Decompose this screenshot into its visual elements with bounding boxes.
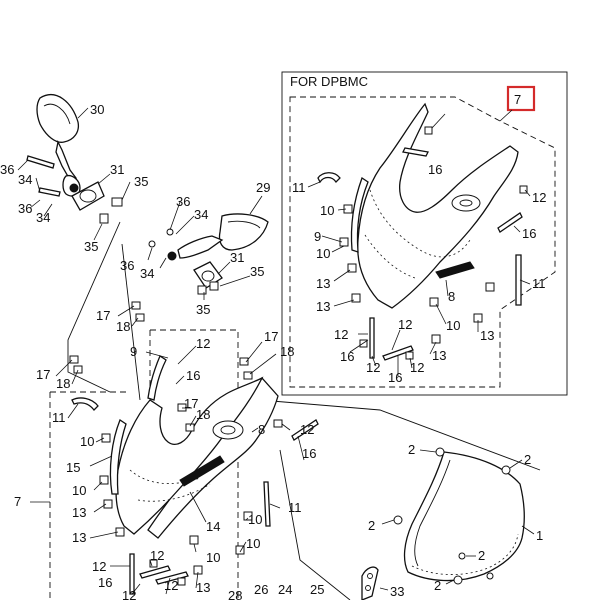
label-10a: 10: [80, 434, 94, 449]
left-mirror-assembly: [17, 94, 131, 241]
label-16c: 16: [98, 575, 112, 590]
inset-title: FOR DPBMC: [290, 74, 368, 89]
label-15: 15: [66, 460, 80, 475]
label-17b: 17: [264, 329, 278, 344]
label-2c: 2: [368, 518, 375, 533]
inset-label-10a: 10: [320, 203, 334, 218]
label-10c: 10: [248, 512, 262, 527]
inset-label-13c: 13: [480, 328, 494, 343]
label-34b: 34: [36, 210, 50, 225]
label-31a: 31: [110, 162, 124, 177]
inset-label-13a: 13: [316, 276, 330, 291]
inset-label-16c: 16: [340, 349, 354, 364]
inset-label-12d: 12: [366, 360, 380, 375]
label-10b: 10: [72, 483, 86, 498]
inset-label-8: 8: [448, 289, 455, 304]
inset-cowling: [350, 102, 519, 309]
bracket-33: [361, 566, 389, 600]
inset-label-13b: 13: [316, 299, 330, 314]
label-14: 14: [206, 519, 220, 534]
label-10e: 10: [246, 536, 260, 551]
inset-label-11: 11: [292, 180, 306, 195]
label-36d: 36: [120, 258, 134, 273]
inset-label-11b: 11: [532, 276, 546, 291]
label-12f: 12: [122, 588, 136, 600]
inset-label-12e: 12: [410, 360, 424, 375]
label-2b: 2: [524, 452, 531, 467]
label-17a: 17: [96, 308, 110, 323]
label-34c: 34: [194, 207, 208, 222]
label-11a: 11: [52, 410, 66, 425]
inset-label-12c: 12: [334, 327, 348, 342]
label-36b: 36: [18, 201, 32, 216]
windscreen-1: [381, 447, 535, 585]
label-34d: 34: [140, 266, 154, 281]
label-2a: 2: [408, 442, 415, 457]
label-12d: 12: [150, 548, 164, 563]
inset-label-12b: 12: [398, 317, 412, 332]
inset-label-16d: 16: [388, 370, 402, 385]
label-25: 25: [310, 582, 324, 597]
label-16a: 16: [186, 368, 200, 383]
label-13c: 13: [196, 580, 210, 595]
label-18c: 18: [56, 376, 70, 391]
inset-label-16b: 16: [522, 226, 536, 241]
label-2d: 2: [478, 548, 485, 563]
label-9: 9: [130, 344, 137, 359]
right-mirror-assembly: [147, 195, 269, 300]
label-30: 30: [90, 102, 104, 117]
inset-ref-number: 7: [514, 92, 521, 107]
inset-label-10c: 10: [446, 318, 460, 333]
label-36a: 36: [0, 162, 14, 177]
label-35a: 35: [134, 174, 148, 189]
label-8: 8: [258, 422, 265, 437]
inset-label-16a: 16: [428, 162, 442, 177]
label-7: 7: [14, 494, 21, 509]
label-12b: 12: [300, 422, 314, 437]
inset-ref-highlight[interactable]: [506, 85, 536, 112]
label-33: 33: [390, 584, 404, 599]
label-16b: 16: [302, 446, 316, 461]
label-35b: 35: [84, 239, 98, 254]
label-13a: 13: [72, 505, 86, 520]
label-2e: 2: [434, 578, 441, 593]
label-13b: 13: [72, 530, 86, 545]
label-35d: 35: [196, 302, 210, 317]
label-17c: 17: [36, 367, 50, 382]
label-12e: 12: [164, 578, 178, 593]
label-17d: 17: [184, 396, 198, 411]
label-18a: 18: [116, 319, 130, 334]
label-10d: 10: [206, 550, 220, 565]
label-18b: 18: [280, 344, 294, 359]
label-34a: 34: [18, 172, 32, 187]
label-31b: 31: [230, 250, 244, 265]
label-35c: 35: [250, 264, 264, 279]
main-cowling-assembly: [30, 221, 541, 600]
label-11b: 11: [288, 500, 302, 515]
label-12a: 12: [196, 336, 210, 351]
label-26: 26: [254, 582, 268, 597]
inset-box: FOR DPBMC 7: [281, 71, 568, 396]
inset-label-9: 9: [314, 229, 321, 244]
label-36c: 36: [176, 194, 190, 209]
label-18d: 18: [196, 407, 210, 422]
inset-label-12a: 12: [532, 190, 546, 205]
label-12c: 12: [92, 559, 106, 574]
inset-label-10b: 10: [316, 246, 330, 261]
label-28: 28: [228, 588, 242, 600]
inset-label-13d: 13: [432, 348, 446, 363]
label-29: 29: [256, 180, 270, 195]
label-1: 1: [536, 528, 543, 543]
label-24: 24: [278, 582, 292, 597]
